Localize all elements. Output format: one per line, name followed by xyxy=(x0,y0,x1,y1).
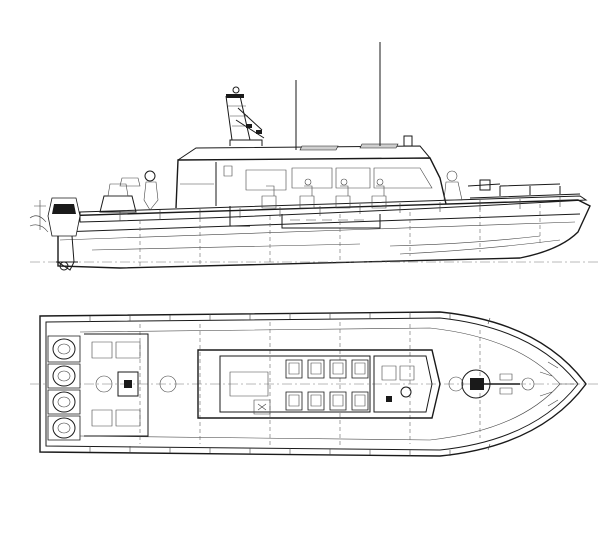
cabin-seats-side xyxy=(261,178,387,209)
plan-view xyxy=(30,311,600,457)
searchlight-icon xyxy=(232,86,240,94)
aft-deck-layout xyxy=(84,333,177,437)
bow-gun-mount-plan xyxy=(448,369,535,399)
stern-rail xyxy=(29,200,49,233)
hull-profile xyxy=(57,199,591,269)
aft-console xyxy=(99,170,159,213)
bow-rail xyxy=(469,183,581,199)
passenger-seats-plan xyxy=(285,359,369,411)
bow-fittings-plan xyxy=(539,361,574,407)
fender-collar xyxy=(79,195,588,223)
side-windows xyxy=(245,167,433,191)
side-elevation-view xyxy=(29,42,600,271)
cabin-plan xyxy=(197,349,441,419)
helm-console-plan xyxy=(373,355,433,413)
radar-mast xyxy=(225,94,265,141)
outboard-engines-plan xyxy=(47,335,81,441)
outboard-engines-side xyxy=(47,197,81,271)
cabin-superstructure xyxy=(175,145,447,209)
frame-stations-side xyxy=(139,204,541,266)
lower-deck-trunk xyxy=(229,206,381,229)
bow-gunner-figure xyxy=(443,170,501,201)
frame-stations-plan xyxy=(139,322,481,446)
fender-segments-plan xyxy=(89,312,491,456)
roof-equipment xyxy=(229,135,413,151)
